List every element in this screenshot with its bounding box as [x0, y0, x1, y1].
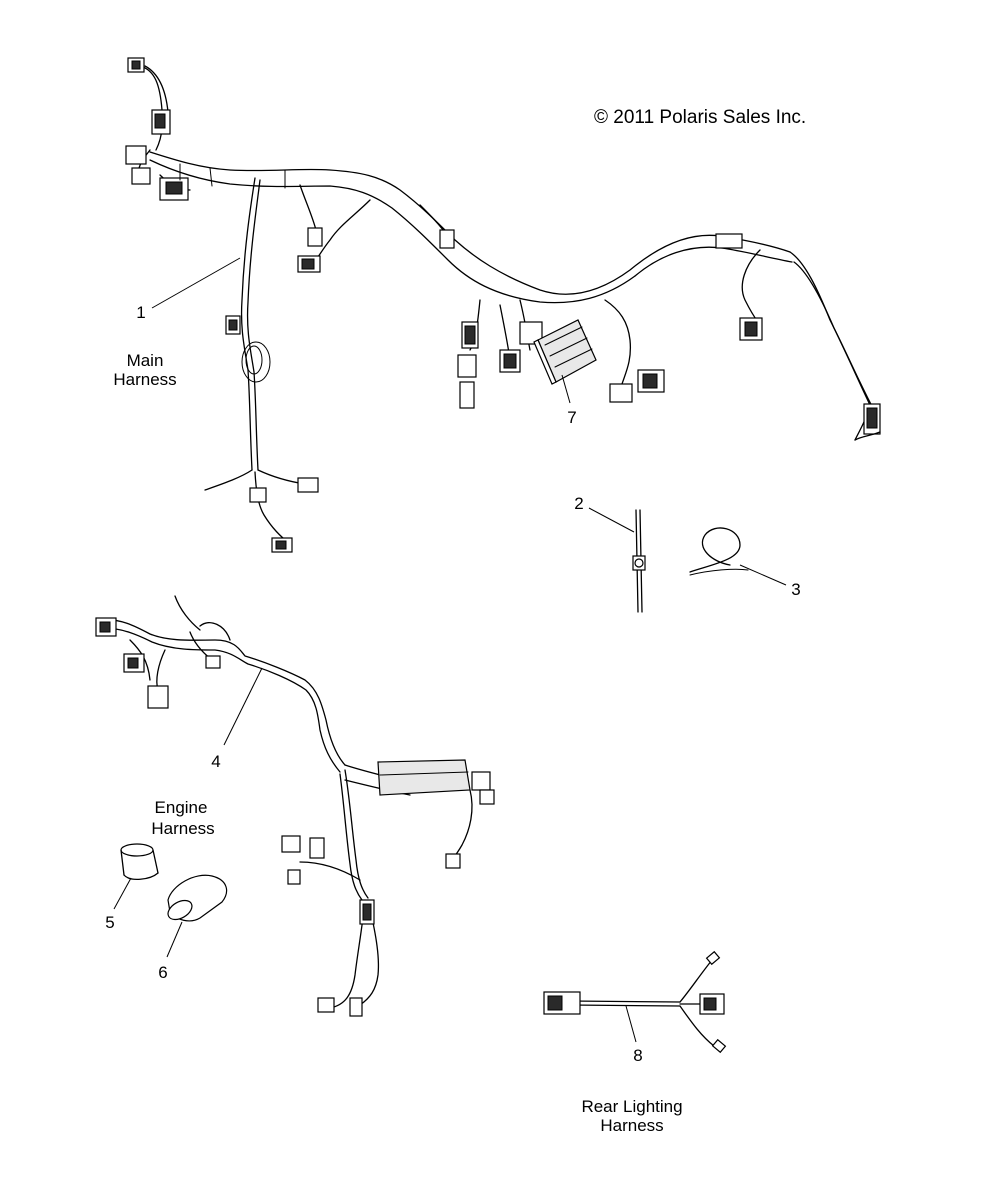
callout-6: 6	[158, 963, 167, 982]
rear-lighting-harness-label-line1: Rear Lighting	[581, 1097, 682, 1116]
callout-2: 2	[574, 494, 583, 513]
callout-4: 4	[211, 752, 220, 771]
connector-icon	[297, 477, 319, 493]
cable-tie-icon	[689, 527, 749, 576]
clamp-strap-icon	[632, 509, 646, 613]
boot-icon	[167, 874, 228, 922]
connector-icon	[125, 145, 147, 165]
rear-lighting-harness-label-line2: Harness	[600, 1116, 663, 1135]
main-harness-drawing	[125, 57, 881, 553]
callout-5: 5	[105, 913, 114, 932]
connector-icon	[459, 381, 475, 409]
engine-module-icon	[377, 759, 471, 796]
engine-harness-label-line1: Engine	[155, 798, 208, 817]
engine-harness-label-line2: Harness	[151, 819, 214, 838]
main-harness-label-line1: Main	[127, 351, 164, 370]
connector-icon	[445, 853, 461, 869]
relay-box-icon	[533, 319, 597, 385]
callout-7: 7	[567, 408, 576, 427]
rear-lighting-harness-drawing	[543, 950, 727, 1054]
connector-icon	[309, 837, 325, 859]
callout-3: 3	[791, 580, 800, 599]
callout-1: 1	[136, 303, 145, 322]
sleeve-icon	[120, 843, 159, 880]
main-harness-label-line2: Harness	[113, 370, 176, 389]
connector-icon	[317, 997, 335, 1013]
connector-icon	[307, 227, 323, 247]
callout-8: 8	[633, 1046, 642, 1065]
connector-icon	[147, 685, 169, 709]
copyright-notice: © 2011 Polaris Sales Inc.	[594, 107, 806, 128]
connector-icon	[439, 229, 455, 249]
engine-harness-drawing	[95, 595, 495, 1017]
connector-icon	[609, 383, 633, 403]
